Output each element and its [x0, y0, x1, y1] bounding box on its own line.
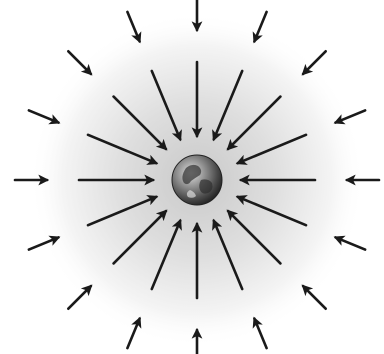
earth-globe-icon [172, 155, 222, 205]
